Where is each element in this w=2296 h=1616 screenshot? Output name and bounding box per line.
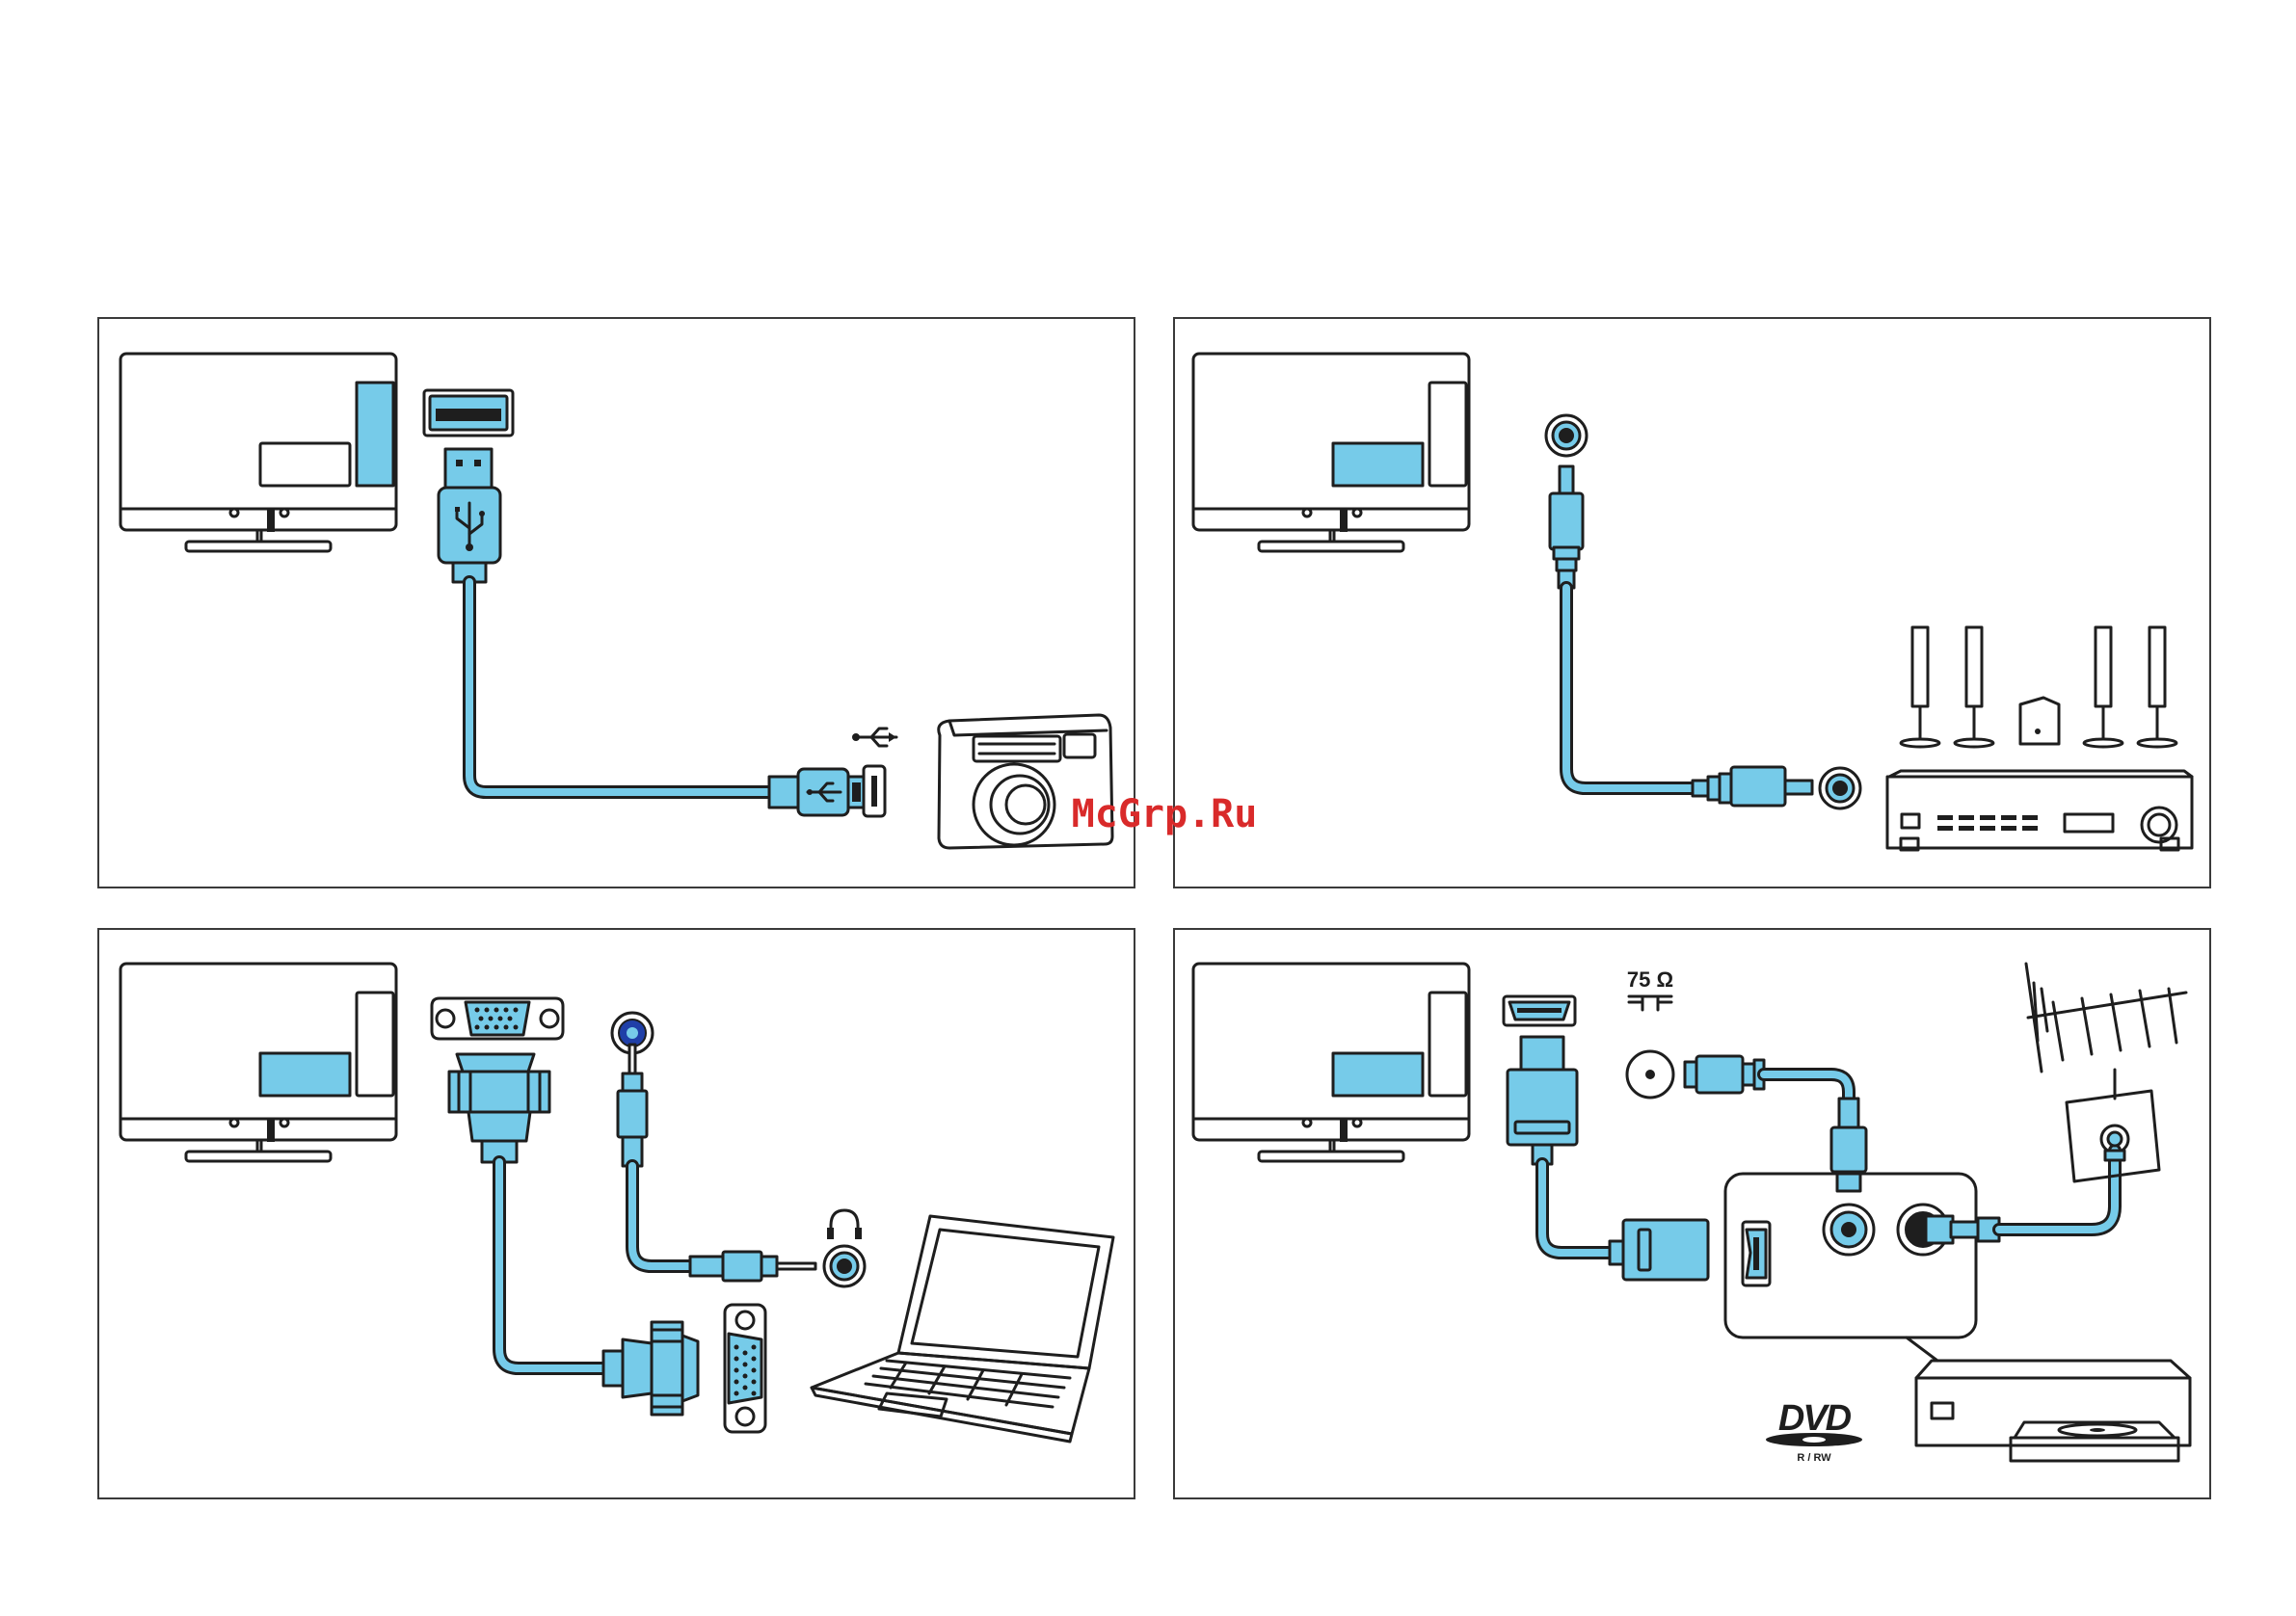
panel-usb (98, 318, 1135, 887)
panel-hdmi-antenna: 75 Ω (1174, 929, 2210, 1498)
audio-jack-port-icon (824, 1246, 865, 1286)
dvd-logo-text: DVD (1778, 1398, 1852, 1439)
coax-port-icon (1820, 768, 1860, 808)
watermark: McGrp.Ru (1072, 792, 1258, 836)
impedance-text: 75 Ω (1627, 967, 1673, 992)
panel-vga-pc (98, 929, 1135, 1498)
panel-audio-coax (1174, 318, 2210, 887)
dvd-sub-text: R / RW (1797, 1452, 1831, 1464)
usb-port-icon (424, 390, 513, 436)
coax-port-icon (1546, 415, 1587, 456)
hdmi-plug-bottom-icon (1610, 1220, 1708, 1280)
usb-a-plug-icon (439, 449, 500, 582)
usb-micro-plug-icon (769, 769, 864, 815)
